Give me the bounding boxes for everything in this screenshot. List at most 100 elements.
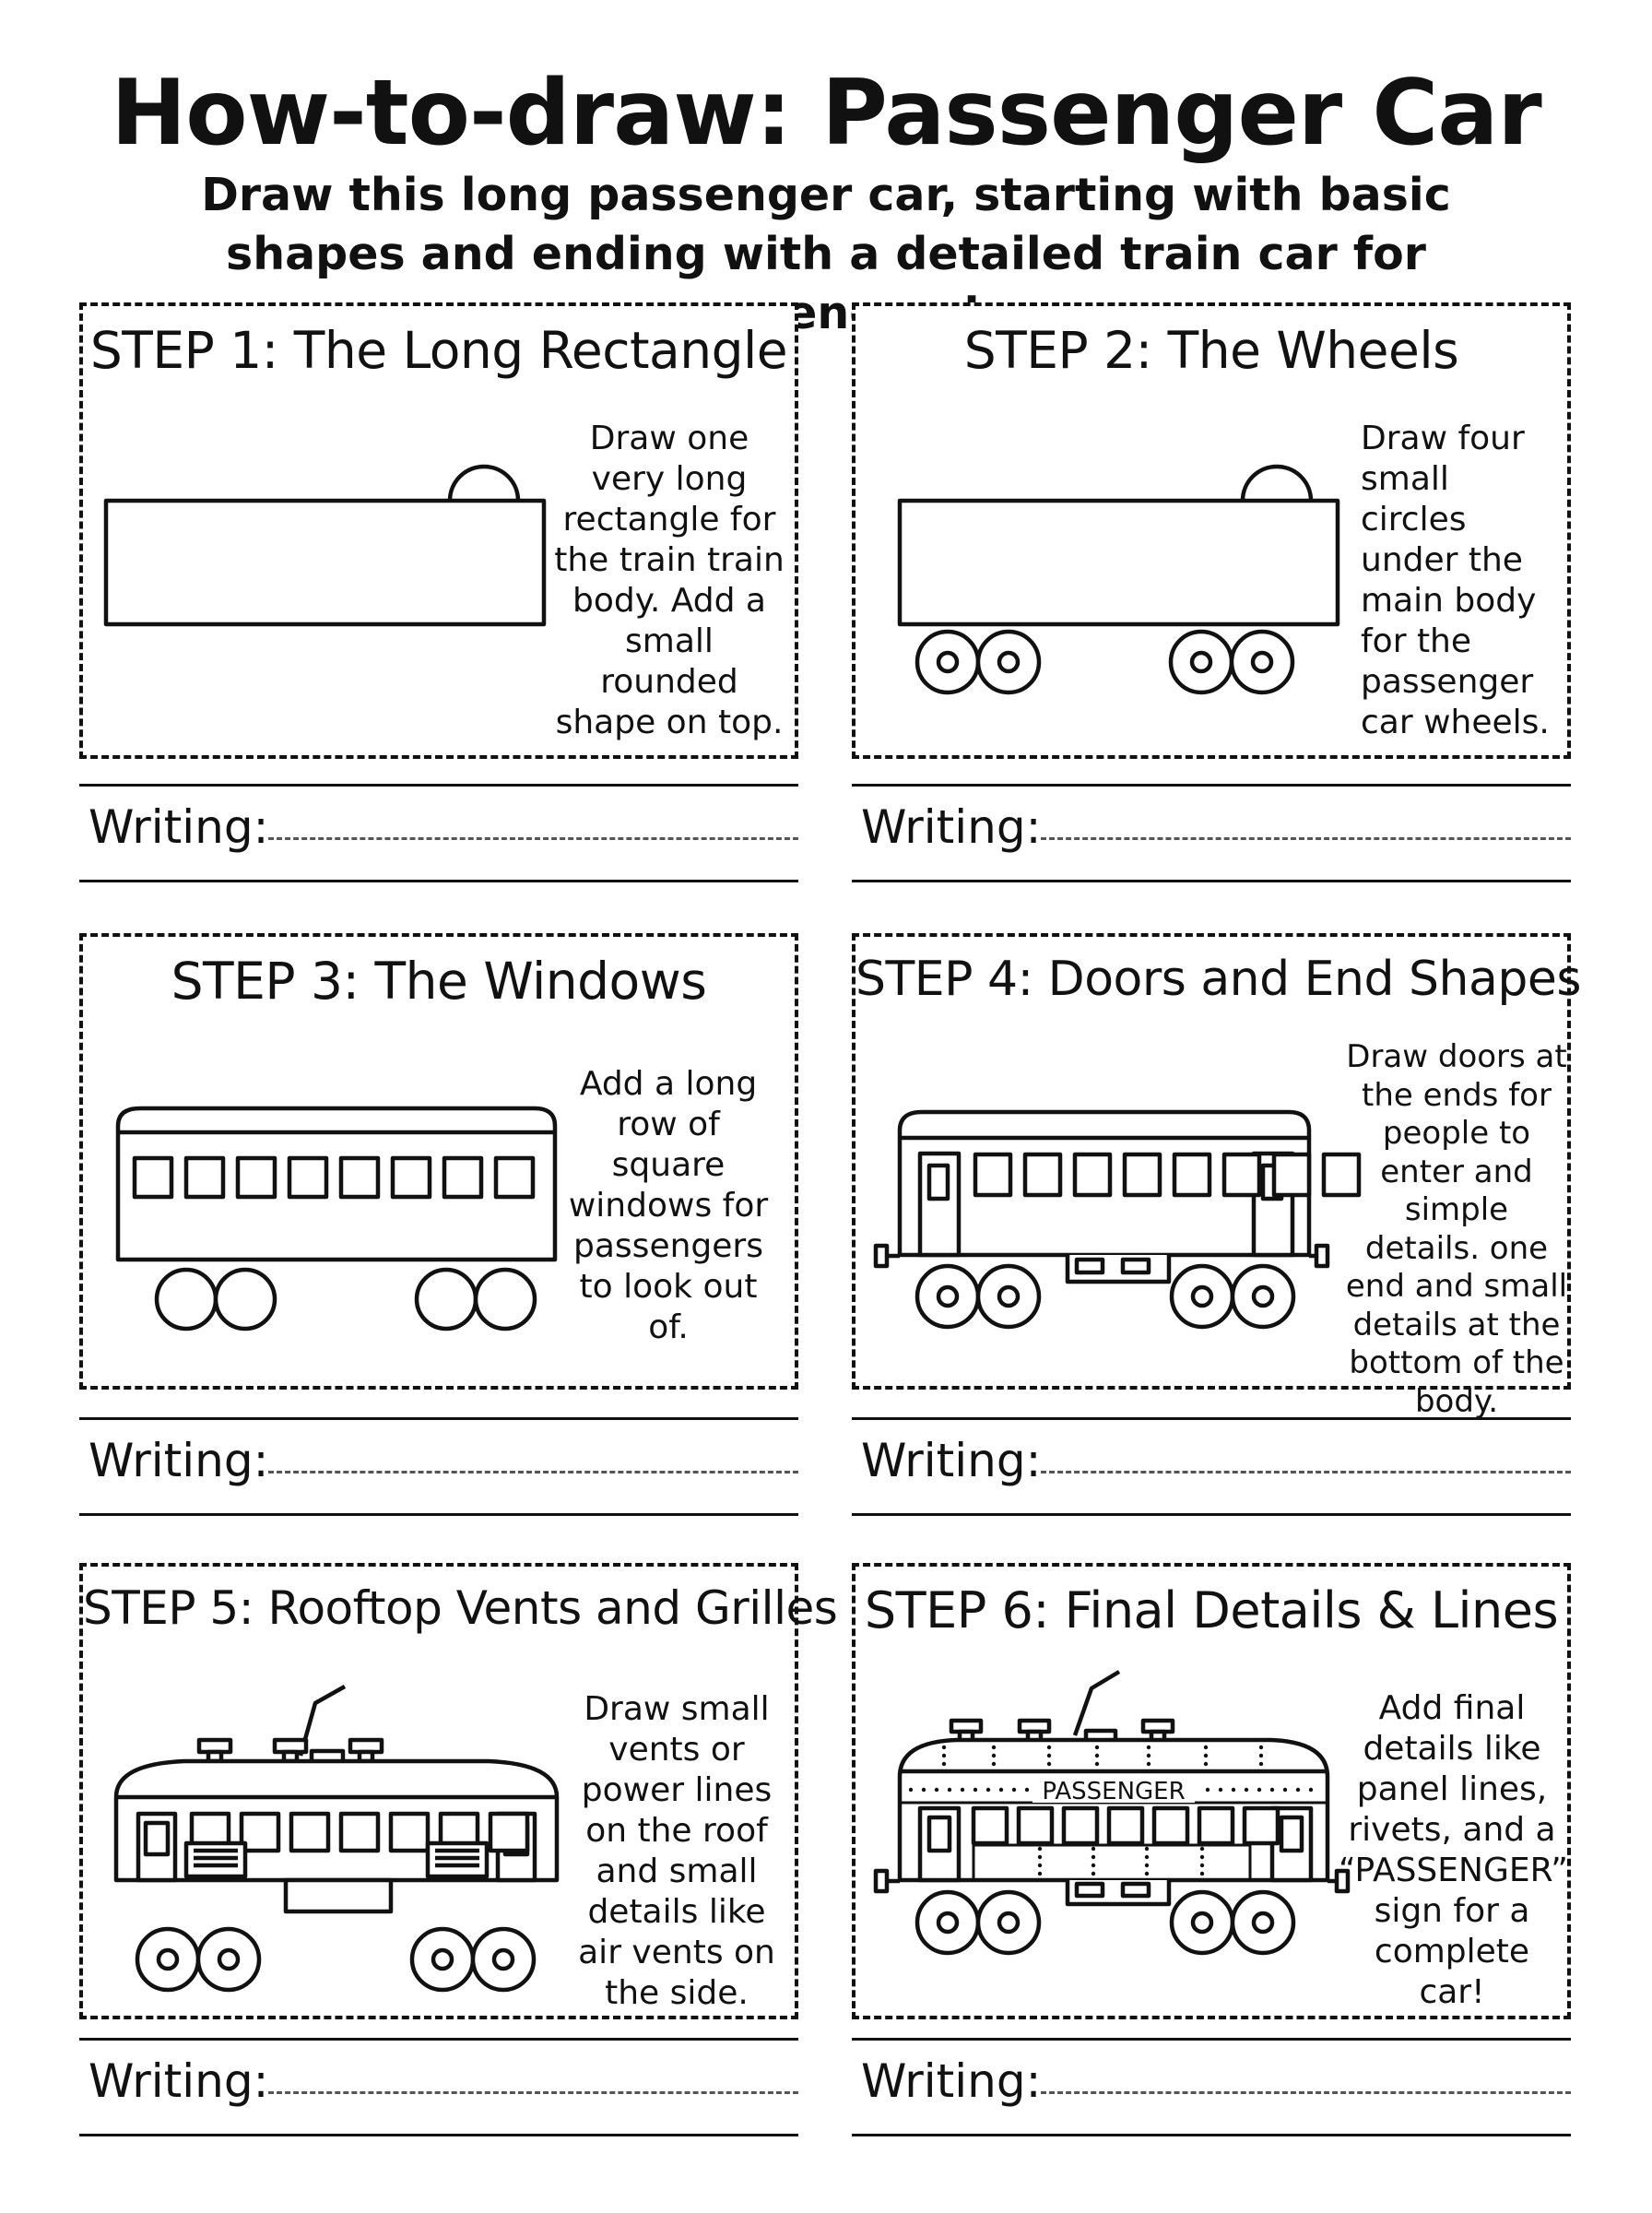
window	[390, 1155, 432, 1200]
rivet	[1295, 1787, 1301, 1793]
rivet	[1146, 1745, 1151, 1750]
rivet	[934, 1787, 939, 1793]
rivet	[1199, 1871, 1205, 1876]
step-2-description: Draw four small circles under the main b…	[1361, 420, 1550, 741]
window	[442, 1155, 484, 1200]
rivet	[1258, 1753, 1264, 1758]
rivet	[1199, 1846, 1205, 1852]
writing-label: Writing:	[88, 1434, 269, 1487]
window	[1151, 1805, 1190, 1846]
step-1-panel: STEP 1: The Long Rectangle Draw one very…	[79, 302, 798, 759]
window	[1321, 1152, 1362, 1198]
window	[971, 1805, 1009, 1846]
writing-label: Writing:	[88, 2054, 269, 2108]
rivet	[1011, 1787, 1017, 1793]
wheel-pair	[1168, 629, 1295, 695]
rivet	[1144, 1863, 1150, 1868]
step-5-drawing	[113, 1685, 560, 1993]
writing-label: Writing:	[861, 1434, 1042, 1487]
step-5-panel: STEP 5: Rooftop Vents and Grilles D	[79, 1563, 838, 2019]
rivet	[991, 1745, 997, 1750]
rivet	[1231, 1787, 1236, 1793]
writing-line-5[interactable]: Writing:	[79, 2038, 798, 2136]
rivet	[1024, 1787, 1030, 1793]
rivet	[1199, 1854, 1205, 1860]
window	[973, 1152, 1013, 1198]
step-5-description: Draw small vents or power lines on the r…	[578, 1690, 775, 2012]
rivet	[1205, 1787, 1210, 1793]
rivet	[1037, 1871, 1043, 1876]
rivet	[1146, 1761, 1151, 1767]
rivet	[1144, 1871, 1150, 1876]
rivet	[1203, 1761, 1209, 1767]
writing-line-3[interactable]: Writing:	[79, 1417, 798, 1516]
rivet	[1258, 1745, 1264, 1750]
rivet	[921, 1787, 926, 1793]
rivet	[985, 1787, 991, 1793]
rivet	[941, 1753, 947, 1758]
rivet	[1091, 1854, 1096, 1860]
writing-label: Writing:	[861, 2054, 1042, 2108]
rivet	[960, 1787, 965, 1793]
window	[1072, 1152, 1113, 1198]
rivet	[991, 1753, 997, 1758]
window	[132, 1155, 174, 1200]
page-title: How-to-draw: Passenger Car	[111, 61, 1542, 166]
window	[388, 1811, 431, 1853]
rivet	[1282, 1787, 1288, 1793]
writing-line-4[interactable]: Writing:	[852, 1417, 1571, 1516]
writing-line-2[interactable]: Writing:	[852, 784, 1571, 882]
rivet	[947, 1787, 952, 1793]
window	[1271, 1152, 1312, 1198]
writing-label: Writing:	[88, 800, 269, 854]
window	[289, 1811, 331, 1853]
step-3-panel: STEP 3: The Windows Add a long row of sq…	[79, 933, 798, 1390]
step-3-description: Add a long row of square windows for pas…	[568, 1065, 769, 1346]
step-5-title: STEP 5: Rooftop Vents and Grilles	[83, 1581, 838, 1635]
step-1-drawing	[103, 464, 547, 627]
window	[1221, 1152, 1262, 1198]
rivet	[1203, 1745, 1209, 1750]
step-2-panel: STEP 2: The Wheels Draw four small circl…	[852, 302, 1571, 759]
window	[338, 1155, 381, 1200]
window	[338, 1811, 381, 1853]
step-1-description: Draw one very long rectangle for the tra…	[554, 420, 785, 741]
window	[1242, 1805, 1280, 1846]
rivet	[1094, 1745, 1100, 1750]
window	[287, 1155, 329, 1200]
window	[235, 1155, 277, 1200]
rivet	[1091, 1871, 1096, 1876]
window	[1016, 1805, 1055, 1846]
rivet	[973, 1787, 978, 1793]
rivet	[1257, 1787, 1262, 1793]
rivet	[1091, 1846, 1096, 1852]
step-4-drawing	[873, 1109, 1362, 1330]
step-3-title: STEP 3: The Windows	[171, 952, 707, 1011]
rivet	[1218, 1787, 1223, 1793]
rivet	[1091, 1863, 1096, 1868]
step-3-drawing	[115, 1106, 558, 1331]
rivet	[941, 1761, 947, 1767]
rivet	[1046, 1761, 1052, 1767]
step-6-description: Add final details like panel lines, rive…	[1339, 1689, 1568, 2011]
window	[488, 1811, 530, 1853]
rivet	[1144, 1846, 1150, 1852]
window	[239, 1811, 281, 1853]
page-subtitle: Draw this long passenger car, starting w…	[201, 169, 1451, 339]
window	[1022, 1152, 1063, 1198]
step-6-panel: STEP 6: Final Details & Lines	[852, 1563, 1571, 2019]
writing-line-6[interactable]: Writing:	[852, 2038, 1571, 2136]
writing-line-1[interactable]: Writing:	[79, 784, 798, 882]
window	[1172, 1152, 1212, 1198]
window	[183, 1155, 226, 1200]
rivet	[1046, 1745, 1052, 1750]
step-6-title: STEP 6: Final Details & Lines	[864, 1581, 1559, 1639]
rivet	[1094, 1753, 1100, 1758]
window	[493, 1155, 536, 1200]
wheel-pair	[914, 629, 1042, 695]
rivet	[1269, 1787, 1275, 1793]
writing-label: Writing:	[861, 800, 1042, 854]
step-2-title: STEP 2: The Wheels	[963, 321, 1459, 380]
rivet	[1037, 1846, 1043, 1852]
rivet	[991, 1761, 997, 1767]
